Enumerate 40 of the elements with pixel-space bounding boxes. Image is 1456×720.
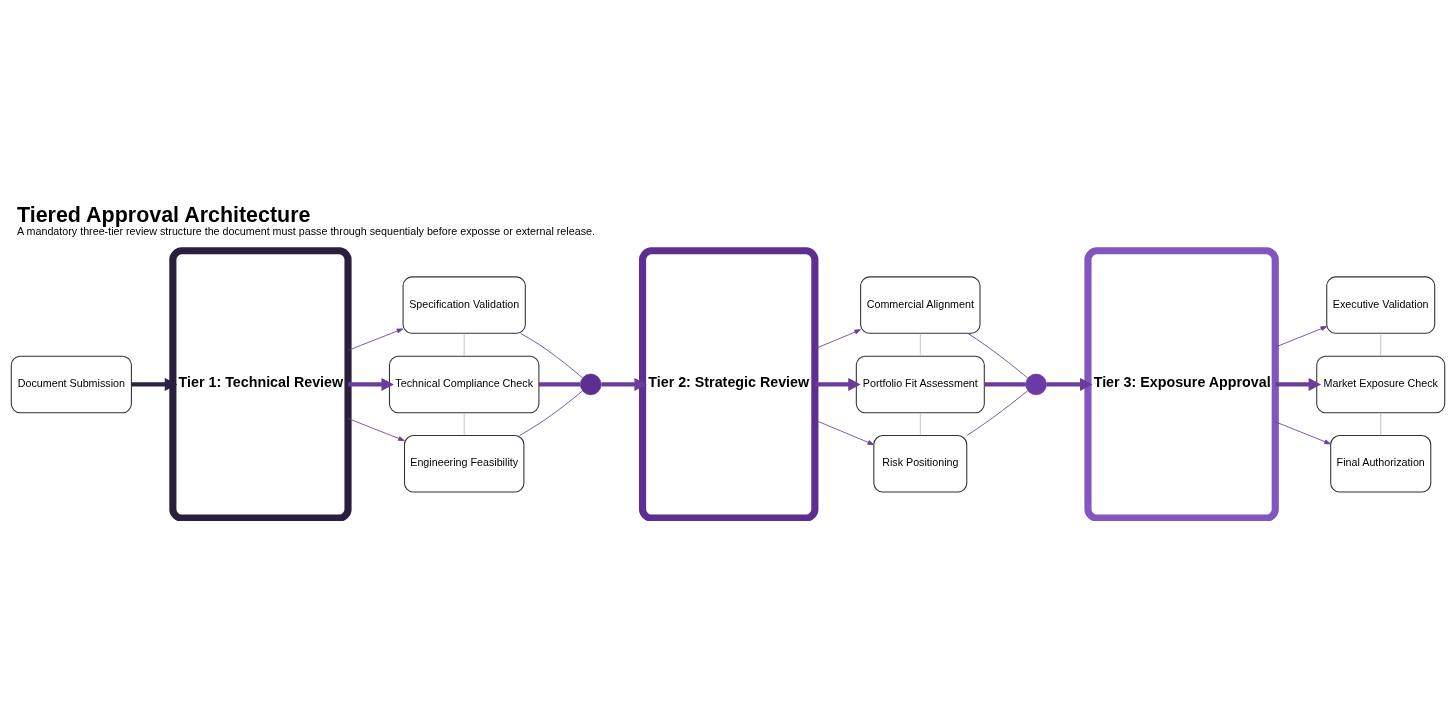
arrow (814, 419, 875, 445)
connector (1380, 411, 1382, 436)
connector (520, 332, 583, 378)
diagram-title: Tiered Approval Architecture (17, 202, 311, 227)
arrow (348, 377, 394, 391)
arrow (601, 377, 647, 391)
arrow (814, 328, 861, 349)
node-box: Engineering Feasibility (403, 434, 525, 493)
node-box: Risk Positioning (873, 434, 968, 493)
connector (538, 381, 581, 387)
node-box: Document Submission (10, 355, 132, 413)
node-box: Market Exposure Check (1316, 355, 1446, 413)
node-box: Commercial Alignment (860, 275, 981, 334)
connector (966, 389, 1029, 436)
arrow (131, 377, 178, 391)
node-box: Final Authorization (1330, 434, 1432, 493)
arrow (347, 417, 405, 441)
connector (984, 381, 1026, 387)
arrow (815, 377, 861, 391)
arrow (1046, 377, 1093, 391)
node-circle (1025, 373, 1047, 395)
node-box: Executive Validation (1326, 275, 1436, 334)
node-box: Tier 1: Technical Review (169, 246, 352, 521)
arrow (1274, 325, 1328, 348)
arrow (1274, 420, 1331, 444)
connector (519, 390, 583, 436)
node-box: Tier 3: Exposure Approval (1084, 246, 1279, 521)
node-box: Portfolio Fit Assessment (855, 355, 985, 413)
node-box: Specification Validation (402, 275, 526, 334)
connector (463, 411, 465, 436)
node-circle (580, 373, 602, 395)
connector (919, 411, 921, 436)
connector (1380, 332, 1382, 356)
node-box: Tier 2: Strategic Review (639, 246, 819, 521)
connector (463, 332, 465, 356)
node-box: Technical Compliance Check (388, 355, 540, 413)
connector (967, 332, 1029, 378)
arrow (347, 327, 404, 351)
connector (919, 332, 921, 356)
arrow (1275, 377, 1322, 391)
